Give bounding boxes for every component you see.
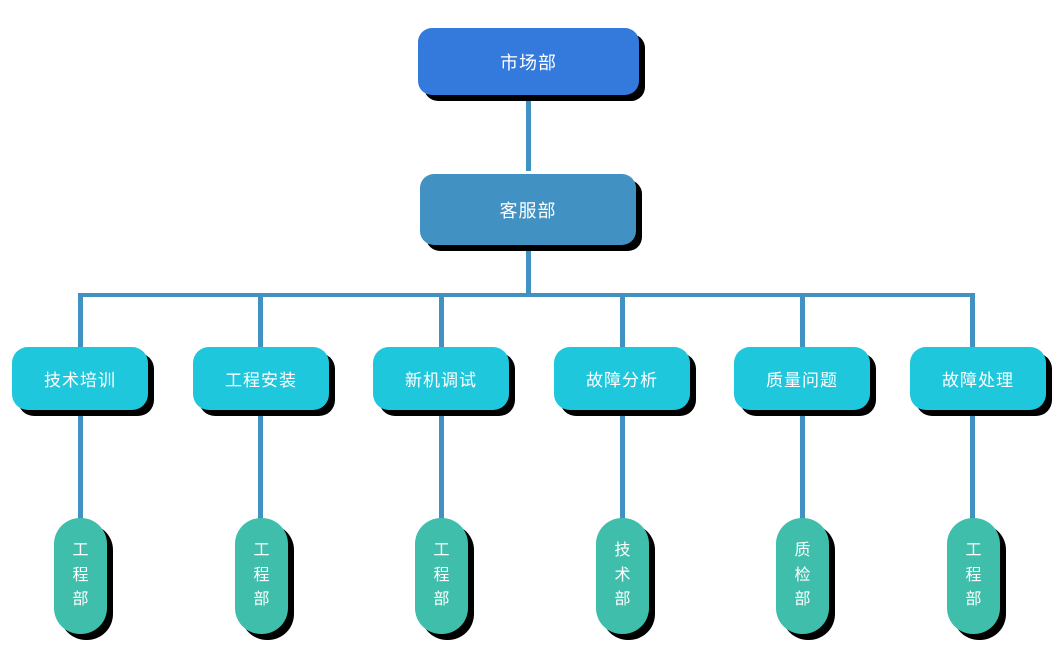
node-label: 工程部 [433,541,450,609]
node-label: 工程部 [72,541,89,609]
connector-bus-to-branch-1 [78,293,83,347]
node-label: 工程部 [965,541,982,609]
node-label: 市场部 [500,52,557,73]
connector-branch-3-to-leaf-3 [439,410,444,520]
connector-bus-to-branch-4 [620,293,625,347]
node-branch-new-machine-debugging[interactable]: 新机调试 [373,347,509,410]
node-root-marketing[interactable]: 市场部 [418,28,639,95]
connector-branch-6-to-leaf-6 [970,410,975,520]
connector-root-to-second [526,95,531,171]
node-label: 工程部 [253,541,270,609]
connector-bus-to-branch-5 [800,293,805,347]
node-leaf-technical-dept[interactable]: 技术部 [596,518,649,634]
connector-second-to-bus [526,245,531,295]
node-leaf-engineering-dept-1[interactable]: 工程部 [54,518,107,634]
node-label: 质检部 [794,541,811,609]
node-branch-engineering-installation[interactable]: 工程安装 [193,347,329,410]
node-label: 客服部 [499,200,557,221]
node-leaf-engineering-dept-4[interactable]: 工程部 [947,518,1000,634]
connector-horizontal-bus [78,293,975,297]
node-branch-fault-handling[interactable]: 故障处理 [910,347,1046,410]
connector-branch-4-to-leaf-4 [620,410,625,520]
connector-bus-to-branch-6 [970,293,975,347]
node-label: 新机调试 [405,371,477,390]
node-customer-service[interactable]: 客服部 [420,174,636,245]
node-branch-fault-analysis[interactable]: 故障分析 [554,347,690,410]
node-leaf-engineering-dept-3[interactable]: 工程部 [415,518,468,634]
node-leaf-quality-inspection-dept[interactable]: 质检部 [776,518,829,634]
node-label: 技术部 [614,541,631,609]
connector-bus-to-branch-2 [258,293,263,347]
node-branch-quality-issues[interactable]: 质量问题 [734,347,870,410]
node-branch-technical-training[interactable]: 技术培训 [12,347,148,410]
node-label: 故障分析 [586,371,658,390]
node-label: 质量问题 [766,371,838,390]
connector-branch-5-to-leaf-5 [800,410,805,520]
connector-branch-2-to-leaf-2 [258,410,263,520]
connector-branch-1-to-leaf-1 [78,410,83,520]
node-label: 技术培训 [44,371,116,390]
node-label: 工程安装 [225,371,297,390]
node-leaf-engineering-dept-2[interactable]: 工程部 [235,518,288,634]
connector-bus-to-branch-3 [439,293,444,347]
node-label: 故障处理 [942,371,1014,390]
